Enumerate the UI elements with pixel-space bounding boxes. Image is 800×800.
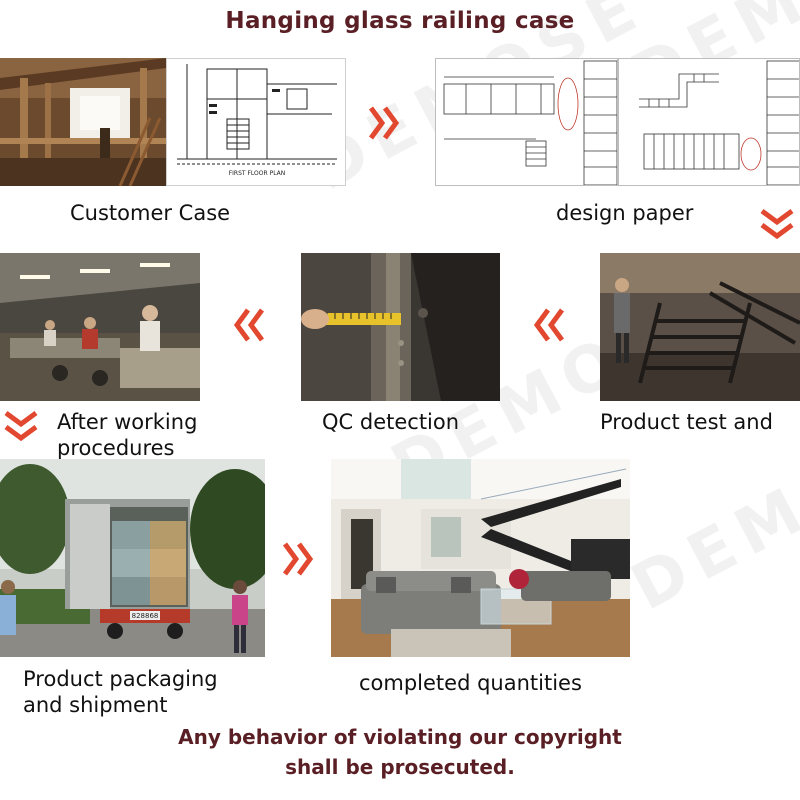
copyright-notice-line2: shall be prosecuted. [285, 755, 515, 779]
completed-project-photo [331, 459, 630, 657]
caption-packaging-1: Product packaging [23, 667, 218, 691]
floor-plan-drawing: FIRST FLOOR PLAN [166, 58, 346, 186]
arrow-right-icon [282, 540, 316, 578]
caption-after-working-1: After working [57, 410, 198, 434]
page-title: Hanging glass railing case [225, 8, 575, 34]
copyright-notice-line1: Any behavior of violating our copyright [178, 725, 622, 749]
truck-plate: 828868 [132, 612, 159, 620]
caption-design-paper: design paper [556, 201, 694, 225]
arrow-right-icon [368, 104, 402, 142]
caption-after-working-2: procedures [57, 436, 175, 460]
design-drawing-1 [435, 58, 618, 186]
customer-case-photo [0, 58, 166, 186]
caption-qc-detection: QC detection [322, 410, 460, 434]
arrow-left-icon [234, 306, 268, 344]
qc-detection-photo [301, 253, 500, 401]
shipment-photo: 828868 [0, 459, 265, 657]
caption-product-test: Product test and [600, 410, 773, 434]
arrow-down-icon [2, 410, 40, 444]
caption-customer-case: Customer Case [70, 201, 231, 225]
workshop-photo [0, 253, 200, 401]
caption-packaging-2: and shipment [23, 693, 168, 717]
design-drawing-2 [618, 58, 800, 186]
arrow-left-icon [534, 306, 568, 344]
floor-plan-label: FIRST FLOOR PLAN [229, 170, 286, 177]
arrow-down-icon [758, 208, 796, 242]
product-test-photo [600, 253, 800, 401]
caption-completed: completed quantities [359, 671, 582, 695]
